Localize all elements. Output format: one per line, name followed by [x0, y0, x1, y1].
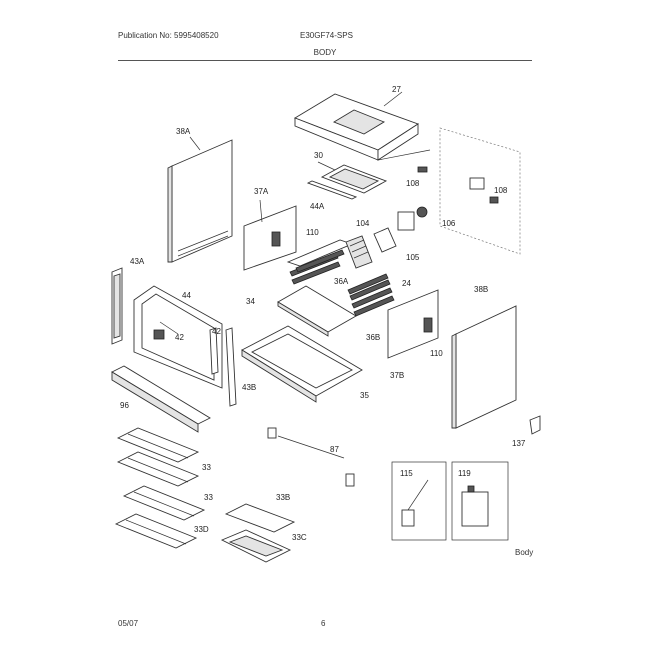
callout-110b: 110	[430, 349, 443, 358]
callout-37a: 37A	[254, 187, 269, 196]
page-number: 6	[321, 619, 326, 628]
callout-34: 34	[246, 297, 255, 306]
clip-part	[529, 415, 541, 435]
publication-number: Publication No: 5995408520	[118, 31, 219, 40]
callout-36a: 36A	[334, 277, 349, 286]
broiler-pan-part	[220, 503, 296, 563]
callout-44: 44	[182, 291, 191, 300]
right-trim-strip-part	[209, 327, 237, 407]
callout-36b: 36B	[366, 333, 380, 342]
callout-44a: 44A	[310, 202, 325, 211]
callout-87: 87	[330, 445, 339, 454]
left-trim-strip-part	[111, 267, 123, 345]
vent-frame-part	[306, 161, 388, 200]
callout-38b: 38B	[474, 285, 488, 294]
callout-37b: 37B	[390, 371, 404, 380]
callout-110a: 110	[306, 228, 319, 237]
right-heat-shield-part	[347, 273, 395, 317]
callout-42b: 42	[212, 327, 221, 336]
callout-35: 35	[360, 391, 369, 400]
callout-137: 137	[512, 439, 526, 448]
inset-box-115	[391, 461, 447, 541]
callout-106: 106	[442, 219, 456, 228]
callout-30: 30	[314, 151, 323, 160]
callout-24: 24	[402, 279, 411, 288]
section-title: BODY	[313, 48, 337, 57]
section-corner-label: Body	[515, 548, 534, 557]
callout-27: 27	[392, 85, 401, 94]
callout-33b: 33	[204, 493, 213, 502]
callout-108a: 108	[406, 179, 420, 188]
left-side-panel-part	[167, 136, 233, 263]
callout-105: 105	[406, 253, 420, 262]
callout-43b: 43B	[242, 383, 256, 392]
callout-38a: 38A	[176, 127, 191, 136]
bottom-tray-part	[241, 325, 363, 403]
grid-part	[345, 235, 373, 269]
callout-42a: 42	[175, 333, 184, 342]
callout-104: 104	[356, 219, 370, 228]
top-panel-part	[293, 91, 431, 161]
left-bracket-part	[243, 199, 297, 271]
callout-119: 119	[458, 469, 471, 478]
left-heat-shield-part	[286, 239, 354, 285]
callout-33b2: 33B	[276, 493, 290, 502]
small-plate-part	[373, 227, 397, 253]
callout-43a: 43A	[130, 257, 145, 266]
bottom-trim-part	[111, 365, 211, 433]
fan-motor-part	[397, 206, 428, 231]
callout-33d: 33D	[194, 525, 209, 534]
callout-115: 115	[400, 469, 413, 478]
model-number: E30GF74-SPS	[300, 31, 353, 40]
back-panel-part	[417, 127, 521, 255]
right-bracket-part	[387, 289, 439, 359]
inset-box-119	[451, 461, 509, 541]
header-rule	[118, 60, 532, 61]
callout-33a: 33	[202, 463, 211, 472]
callout-108b: 108	[494, 186, 508, 195]
oven-rack-part	[114, 427, 206, 549]
leveling-leg-part	[267, 427, 355, 487]
callout-96: 96	[120, 401, 129, 410]
right-side-panel-part	[451, 305, 517, 429]
callout-33c: 33C	[292, 533, 307, 542]
footer-date: 05/07	[118, 619, 139, 628]
